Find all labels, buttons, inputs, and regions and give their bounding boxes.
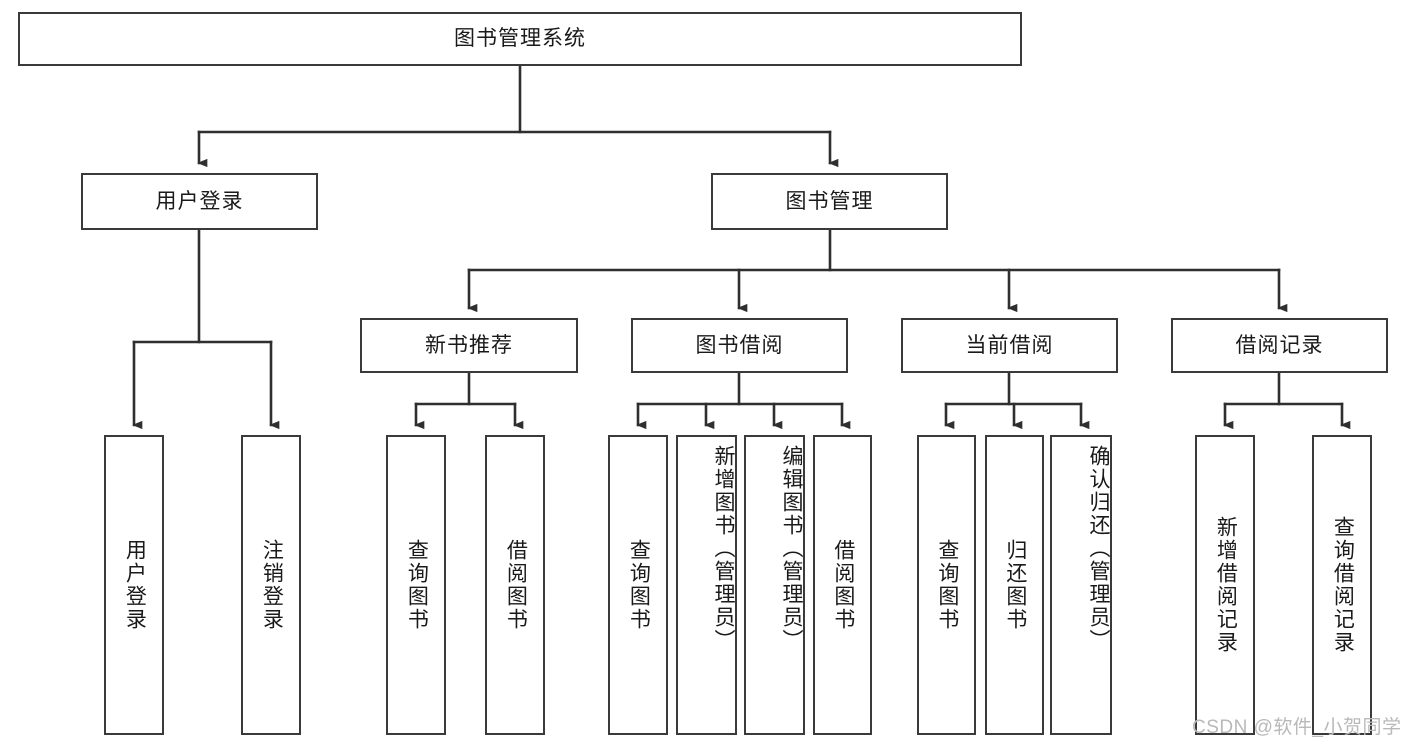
leaf-return-book[interactable]: 归还图书 xyxy=(985,435,1044,735)
node-user-login[interactable]: 用户登录 xyxy=(81,173,318,230)
node-book-borrow[interactable]: 图书借阅 xyxy=(631,318,848,373)
leaf-add-borrow-record-label: 新增借阅记录 xyxy=(1214,516,1238,654)
leaf-query-book-2[interactable]: 查询图书 xyxy=(608,435,668,735)
node-user-login-label: 用户登录 xyxy=(155,189,244,213)
leaf-query-book-1-label: 查询图书 xyxy=(405,539,429,631)
leaf-edit-book-admin[interactable]: 编辑图书（管理员） xyxy=(744,435,805,735)
edge-group-borrow-record xyxy=(1223,371,1351,430)
leaf-query-book-1[interactable]: 查询图书 xyxy=(386,435,446,735)
node-borrow-record-label: 借阅记录 xyxy=(1235,333,1324,357)
edge-group-current-borrow xyxy=(944,371,1090,430)
leaf-query-book-3[interactable]: 查询图书 xyxy=(917,435,976,735)
edge-group-book-management xyxy=(467,228,1288,313)
leaf-confirm-return-admin-label: 确认归还（管理员） xyxy=(1087,445,1110,652)
leaf-confirm-return-admin[interactable]: 确认归还（管理员） xyxy=(1050,435,1112,735)
leaf-add-borrow-record[interactable]: 新增借阅记录 xyxy=(1195,435,1255,735)
node-root[interactable]: 图书管理系统 xyxy=(18,12,1022,66)
edge-group-user-login xyxy=(132,228,280,430)
node-book-management-label: 图书管理 xyxy=(785,189,874,213)
leaf-user-login-label: 用户登录 xyxy=(123,539,147,631)
edge-group-book-borrow xyxy=(636,371,851,430)
leaf-borrow-book-1[interactable]: 借阅图书 xyxy=(485,435,545,735)
edge-group-new-book-recommend xyxy=(414,371,524,430)
leaf-query-book-2-label: 查询图书 xyxy=(627,539,651,631)
leaf-borrow-book-1-label: 借阅图书 xyxy=(504,539,528,631)
leaf-query-borrow-record[interactable]: 查询借阅记录 xyxy=(1312,435,1372,735)
leaf-logout[interactable]: 注销登录 xyxy=(241,435,301,735)
edge-group-root xyxy=(197,64,839,168)
leaf-user-login[interactable]: 用户登录 xyxy=(104,435,164,735)
leaf-borrow-book-2-label: 借阅图书 xyxy=(831,539,855,631)
leaf-borrow-book-2[interactable]: 借阅图书 xyxy=(813,435,872,735)
leaf-add-book-admin[interactable]: 新增图书（管理员） xyxy=(676,435,737,735)
leaf-add-book-admin-label: 新增图书（管理员） xyxy=(712,445,735,652)
leaf-logout-label: 注销登录 xyxy=(260,539,284,631)
leaf-return-book-label: 归还图书 xyxy=(1003,539,1027,631)
leaf-query-book-3-label: 查询图书 xyxy=(935,539,959,631)
csdn-watermark: CSDN @软件_小贺同学 xyxy=(1192,717,1402,738)
node-root-label: 图书管理系统 xyxy=(454,27,586,51)
node-new-book-recommend[interactable]: 新书推荐 xyxy=(360,318,578,373)
node-current-borrow-label: 当前借阅 xyxy=(965,333,1054,357)
leaf-edit-book-admin-label: 编辑图书（管理员） xyxy=(780,445,803,652)
leaf-query-borrow-record-label: 查询借阅记录 xyxy=(1331,516,1355,654)
node-book-management[interactable]: 图书管理 xyxy=(711,173,948,230)
node-borrow-record[interactable]: 借阅记录 xyxy=(1171,318,1388,373)
node-current-borrow[interactable]: 当前借阅 xyxy=(901,318,1118,373)
node-book-borrow-label: 图书借阅 xyxy=(695,333,784,357)
node-new-book-recommend-label: 新书推荐 xyxy=(425,333,513,357)
